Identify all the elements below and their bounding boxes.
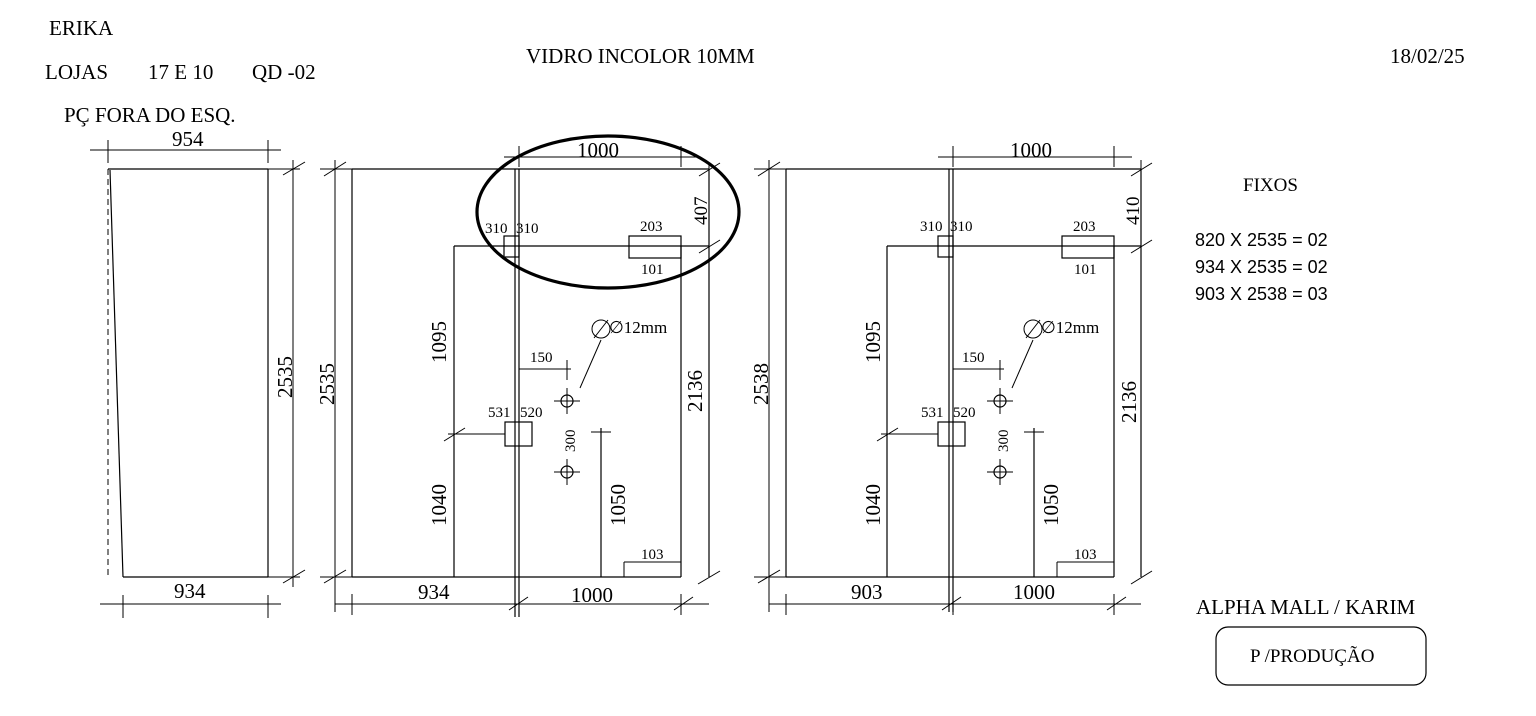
fixed-title: FIXOS — [1243, 175, 1298, 196]
set2-lower-height: 1040 — [861, 484, 885, 526]
piece-height: 2535 — [273, 356, 297, 398]
set1-lower-height: 1040 — [427, 484, 451, 526]
stores-label: LOJAS — [45, 60, 108, 84]
drawing-date: 18/02/25 — [1390, 44, 1465, 68]
set2-door-height: 2136 — [1117, 381, 1141, 423]
set2-top-width: 1000 — [1010, 138, 1052, 162]
set1-hinge-left-b: 310 — [516, 221, 539, 237]
set1-door-height: 2136 — [683, 370, 707, 412]
stores-value: 17 E 10 — [148, 60, 213, 84]
glass-spec: VIDRO INCOLOR 10MM — [526, 44, 755, 68]
set2-hole-offset: 150 — [962, 350, 985, 366]
set2-left-width: 903 — [851, 580, 883, 604]
set2-top-gap: 410 — [1123, 197, 1144, 226]
set2-upper-height: 1095 — [861, 321, 885, 363]
set2-overall-height: 2538 — [749, 363, 773, 405]
production-status-button[interactable]: P /PRODUÇÃO — [1215, 626, 1427, 686]
set1-hole-offset: 150 — [530, 350, 553, 366]
panel-set-1: 2535 1000 407 310 310 203 101 — [315, 134, 741, 617]
set2-hinge-left-a: 310 — [920, 219, 943, 235]
set1-handle-height: 1050 — [606, 484, 630, 526]
set1-left-width: 934 — [418, 580, 450, 604]
set1-lock-right: 520 — [520, 405, 543, 421]
set2-handle-height: 1050 — [1039, 484, 1063, 526]
footer: ALPHA MALL / KARIM P /PRODUÇÃO — [1196, 595, 1427, 686]
piece-bottom-width: 934 — [174, 579, 206, 603]
production-status-label: P /PRODUÇÃO — [1250, 645, 1374, 667]
set1-right-width: 1000 — [571, 583, 613, 607]
set1-upper-height: 1095 — [427, 321, 451, 363]
set1-pivot-top: 203 — [640, 219, 663, 235]
set1-lock-left: 531 — [488, 405, 511, 421]
set2-hole-spacing: 300 — [996, 430, 1012, 453]
set2-lock-right: 520 — [953, 405, 976, 421]
set1-top-width: 1000 — [577, 138, 619, 162]
frame-code: QD -02 — [252, 60, 316, 84]
set2-hole-diameter: ∅12mm — [1041, 318, 1099, 337]
set1-overall-height: 2535 — [315, 363, 339, 405]
set1-hinge-left-a: 310 — [485, 221, 508, 237]
set2-right-width: 1000 — [1013, 580, 1055, 604]
set1-floor-pivot: 103 — [641, 547, 664, 563]
set1-highlight-circle — [475, 134, 741, 290]
header: ERIKA LOJAS 17 E 10 QD -02 VIDRO INCOLOR… — [45, 16, 1465, 84]
set1-pivot-bottom: 101 — [641, 262, 664, 278]
piece-outside-square: PÇ FORA DO ESQ. 954 2535 934 — [64, 103, 306, 618]
piece-caption: PÇ FORA DO ESQ. — [64, 103, 236, 127]
set1-hole-diameter: ∅12mm — [609, 318, 667, 337]
piece-top-width: 954 — [172, 127, 204, 151]
set1-hole-spacing: 300 — [563, 430, 579, 453]
set2-pivot-bottom: 101 — [1074, 262, 1097, 278]
set1-top-gap: 407 — [691, 197, 712, 226]
fixed-panels: FIXOS 820 X 2535 = 02 934 X 2535 = 02 90… — [1195, 175, 1328, 304]
set2-hinge-left-b: 310 — [950, 219, 973, 235]
fixed-item: 934 X 2535 = 02 — [1195, 257, 1328, 277]
fixed-item: 903 X 2538 = 03 — [1195, 284, 1328, 304]
fixed-item: 820 X 2535 = 02 — [1195, 230, 1328, 250]
set2-pivot-top: 203 — [1073, 219, 1096, 235]
set2-lock-left: 531 — [921, 405, 944, 421]
client-name: ERIKA — [49, 16, 114, 40]
panel-set-2: 2538 1000 410 310 310 203 101 1095 1040 — [749, 138, 1153, 615]
set2-floor-pivot: 103 — [1074, 547, 1097, 563]
project-name: ALPHA MALL / KARIM — [1196, 595, 1415, 619]
